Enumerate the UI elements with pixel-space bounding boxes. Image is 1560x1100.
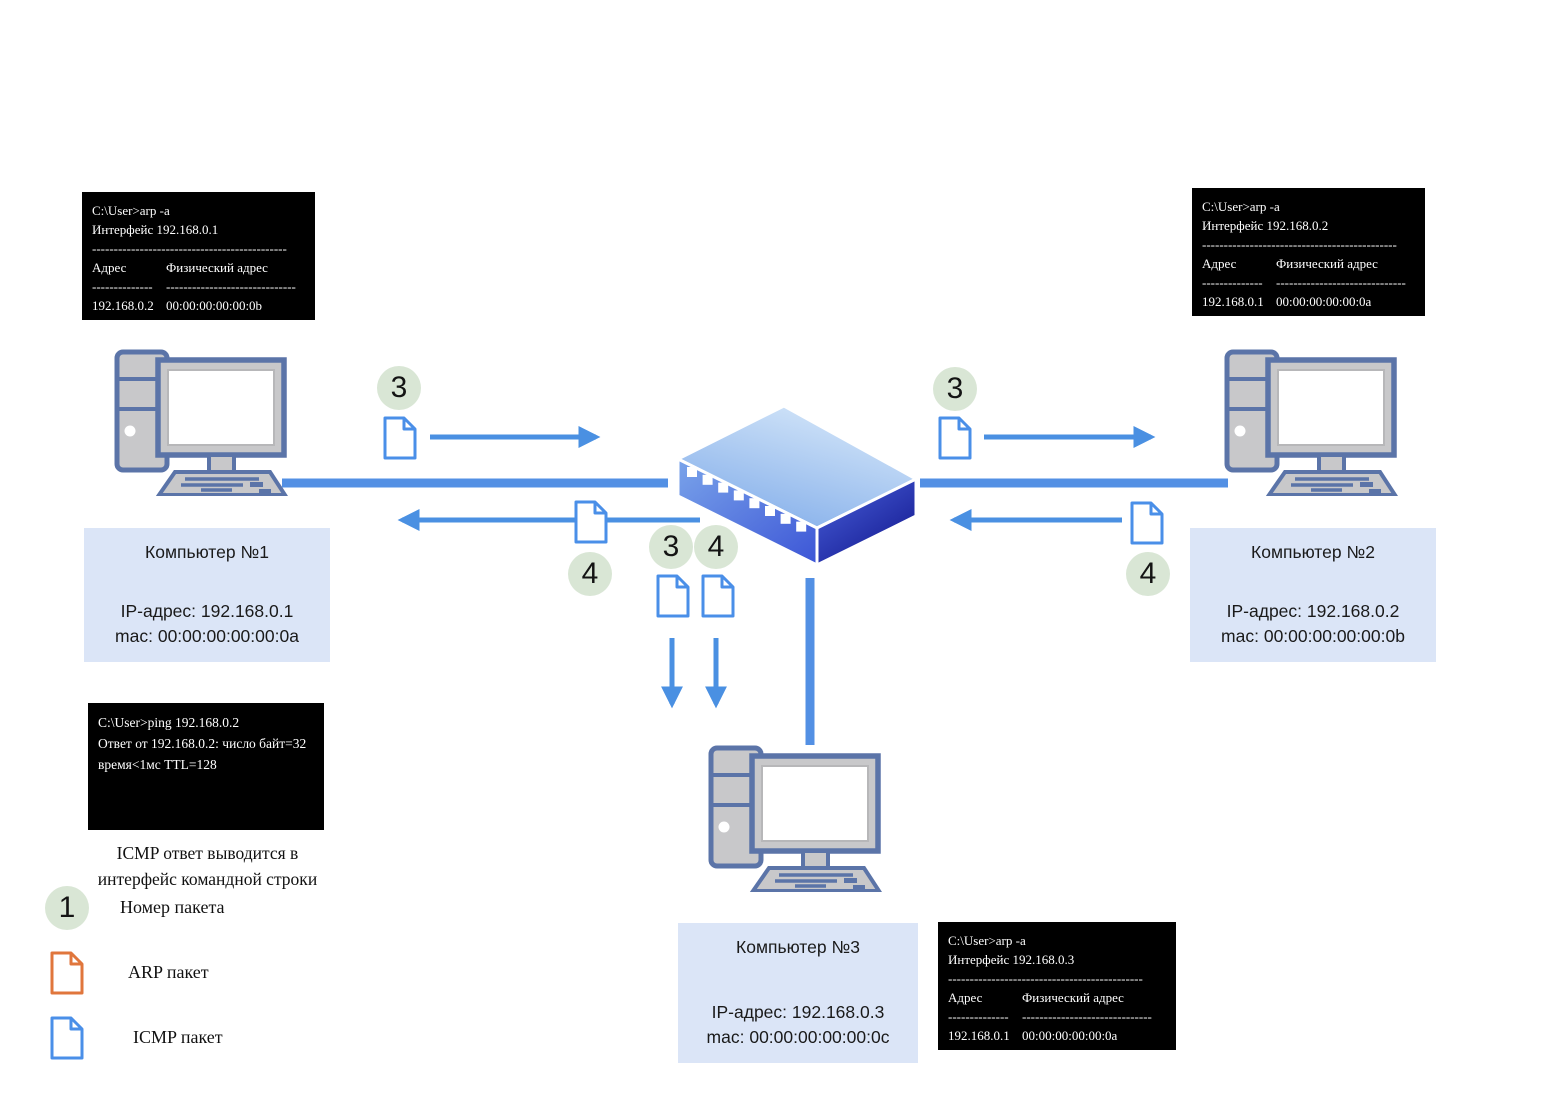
col-address: Адрес xyxy=(1202,256,1237,271)
legend-icmp-label: ICMP пакет xyxy=(133,1027,223,1047)
computer-1-details: IP-адрес: 192.168.0.1 mac: 00:00:00:00:0… xyxy=(115,599,299,649)
terminal-line: Интерфейс 192.168.0.3 xyxy=(948,952,1075,967)
terminal-table-header: Адрес Физический адрес xyxy=(1202,254,1415,273)
entry-ip: 192.168.0.2 xyxy=(92,298,154,313)
computer-1-icon xyxy=(117,352,285,495)
switch-ports xyxy=(687,467,807,532)
terminal-line: C:\User>ping 192.168.0.2 xyxy=(98,715,240,730)
terminal-table-header: Адрес Физический адрес xyxy=(948,988,1166,1007)
underline-physical: ------------------------------ xyxy=(1022,1009,1152,1024)
col-physical-address: Физический адрес xyxy=(1022,990,1124,1005)
terminal-line: Ответ от 192.168.0.2: число байт=32 xyxy=(98,736,307,751)
icmp-packet-icon xyxy=(938,416,972,460)
computer-1-info-box: Компьютер №1 IP-адрес: 192.168.0.1 mac: … xyxy=(84,528,330,662)
computer-1-ip: IP-адрес: 192.168.0.1 xyxy=(120,601,294,621)
computer-1-title: Компьютер №1 xyxy=(145,542,269,562)
packet-number-badge: 3 xyxy=(377,366,421,410)
packet-number-badge: 4 xyxy=(568,552,612,596)
legend-arp-label: ARP пакет xyxy=(128,962,209,982)
terminal-line: C:\User>arp -a xyxy=(948,933,1026,948)
terminal-line: C:\User>arp -a xyxy=(1202,199,1280,214)
entry-mac: 00:00:00:00:00:0a xyxy=(1276,294,1372,309)
legend-number-badge: 1 xyxy=(45,886,89,930)
terminal-line: Интерфейс 192.168.0.2 xyxy=(1202,218,1329,233)
terminal-line: Интерфейс 192.168.0.1 xyxy=(92,222,219,237)
entry-ip: 192.168.0.1 xyxy=(948,1028,1010,1043)
computer-2-details: IP-адрес: 192.168.0.2 mac: 00:00:00:00:0… xyxy=(1221,599,1405,649)
computer-1-mac: mac: 00:00:00:00:00:0a xyxy=(115,626,299,646)
terminal-table-row: 192.168.0.2 00:00:00:00:00:0b xyxy=(92,296,305,315)
computer-2-info-box: Компьютер №2 IP-адрес: 192.168.0.2 mac: … xyxy=(1190,528,1436,662)
arp-packet-icon xyxy=(50,951,84,995)
underline-physical: ------------------------------ xyxy=(1276,275,1406,290)
terminal-line: C:\User>arp -a xyxy=(92,203,170,218)
packet-number-badge: 4 xyxy=(1126,552,1170,596)
computer-3-info-box: Компьютер №3 IP-адрес: 192.168.0.3 mac: … xyxy=(678,923,918,1063)
computer-3-icon xyxy=(711,748,879,891)
entry-ip: 192.168.0.1 xyxy=(1202,294,1264,309)
terminal-divider: ----------------------------------------… xyxy=(1202,237,1397,252)
icmp-packet-icon xyxy=(383,416,417,460)
terminal-table-underline: ----------------------------------------… xyxy=(1202,273,1415,292)
underline-address: -------------- xyxy=(92,279,153,294)
col-address: Адрес xyxy=(948,990,983,1005)
terminal-divider: ----------------------------------------… xyxy=(948,971,1143,986)
terminal-pc1-ping: C:\User>ping 192.168.0.2 Ответ от 192.16… xyxy=(88,703,324,830)
packet-number-badge: 3 xyxy=(933,367,977,411)
icmp-packet-icon xyxy=(1130,501,1164,545)
underline-address: -------------- xyxy=(948,1009,1009,1024)
computer-2-title: Компьютер №2 xyxy=(1251,542,1375,562)
switch-icon xyxy=(674,404,920,568)
icmp-packet-icon xyxy=(50,1016,84,1060)
terminal-divider: ----------------------------------------… xyxy=(92,241,287,256)
computer-3-title: Компьютер №3 xyxy=(736,937,860,957)
icmp-packet-icon xyxy=(574,500,608,544)
underline-address: -------------- xyxy=(1202,275,1263,290)
entry-mac: 00:00:00:00:00:0a xyxy=(1022,1028,1118,1043)
icmp-packet-icon xyxy=(656,574,690,618)
packet-number-badge: 3 xyxy=(649,525,693,569)
col-physical-address: Физический адрес xyxy=(1276,256,1378,271)
computer-3-mac: mac: 00:00:00:00:00:0c xyxy=(706,1027,890,1047)
underline-physical: ------------------------------ xyxy=(166,279,296,294)
terminal-pc3-arp: C:\User>arp -a Интерфейс 192.168.0.3 ---… xyxy=(938,922,1176,1050)
col-address: Адрес xyxy=(92,260,127,275)
terminal-table-underline: ----------------------------------------… xyxy=(92,277,305,296)
icmp-packet-icon xyxy=(701,574,735,618)
terminal-table-header: Адрес Физический адрес xyxy=(92,258,305,277)
terminal-table-underline: ----------------------------------------… xyxy=(948,1007,1166,1026)
terminal-pc1-arp: C:\User>arp -a Интерфейс 192.168.0.1 ---… xyxy=(82,192,315,320)
computer-3-details: IP-адрес: 192.168.0.3 mac: 00:00:00:00:0… xyxy=(707,1000,890,1050)
computer-3-ip: IP-адрес: 192.168.0.3 xyxy=(711,1002,885,1022)
legend-number-label: Номер пакета xyxy=(120,897,225,917)
terminal-table-row: 192.168.0.1 00:00:00:00:00:0a xyxy=(1202,292,1415,311)
icmp-output-caption: ICMP ответ выводится в интерфейс командн… xyxy=(97,843,318,889)
computer-2-icon xyxy=(1227,352,1395,495)
col-physical-address: Физический адрес xyxy=(166,260,268,275)
terminal-table-row: 192.168.0.1 00:00:00:00:00:0a xyxy=(948,1026,1166,1045)
computer-2-mac: mac: 00:00:00:00:00:0b xyxy=(1221,626,1405,646)
packet-number-badge: 4 xyxy=(694,525,738,569)
terminal-line: время<1мс TTL=128 xyxy=(98,757,217,772)
computer-2-ip: IP-адрес: 192.168.0.2 xyxy=(1226,601,1400,621)
entry-mac: 00:00:00:00:00:0b xyxy=(166,298,263,313)
terminal-pc2-arp: C:\User>arp -a Интерфейс 192.168.0.2 ---… xyxy=(1192,188,1425,316)
